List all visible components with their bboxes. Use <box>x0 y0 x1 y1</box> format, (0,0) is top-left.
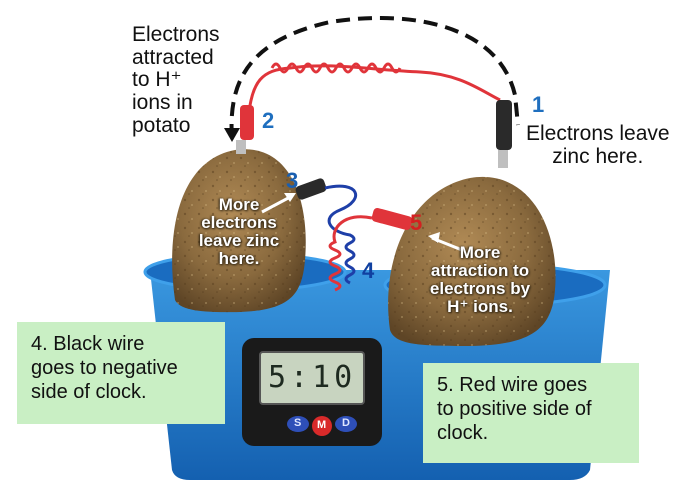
label-electrons-leave: Electrons leave zinc here. <box>526 122 670 168</box>
number-4: 4 <box>362 258 375 283</box>
red-wire-top <box>246 64 501 121</box>
clock-button-left-label: S <box>294 417 302 429</box>
label-electrons-attracted: Electrons attracted to H⁺ ions in potato <box>132 23 220 137</box>
red-wire-middle-coil <box>328 215 373 292</box>
clock-screen <box>259 351 365 405</box>
electron-arrowhead <box>224 128 240 142</box>
label-more-electrons: More electrons leave zinc here. <box>198 195 280 268</box>
clock-button-middle-label: M <box>317 419 327 431</box>
label-more-attraction: More attraction to electrons by H⁺ ions. <box>429 243 531 316</box>
clock-display: 5:10 <box>268 360 357 395</box>
red-clip-middle <box>371 207 413 231</box>
clock-button-right-label: D <box>342 417 350 429</box>
note-black-wire: 4. Black wire goes to negative side of c… <box>17 322 225 424</box>
number-2: 2 <box>262 108 275 133</box>
arrow-more-electrons <box>261 194 293 214</box>
black-clip-middle <box>295 178 327 200</box>
clock-button-middle[interactable] <box>312 416 332 436</box>
electron-flow-dashed-path <box>229 15 520 139</box>
red-clip-left <box>240 105 254 140</box>
right-potato-electrode <box>498 150 508 168</box>
blue-wire-coil <box>324 184 358 285</box>
clock-button-right[interactable] <box>335 416 357 432</box>
red-wire-coil <box>270 62 402 74</box>
clock-button-left[interactable] <box>287 416 309 432</box>
number-1: 1 <box>532 92 545 117</box>
number-5: 5 <box>410 210 423 235</box>
left-potato-texture <box>172 149 306 313</box>
note-red-wire: 5. Red wire goes to positive side of clo… <box>423 363 639 463</box>
black-clip-right <box>496 100 512 150</box>
number-3: 3 <box>286 168 299 193</box>
right-potato-texture <box>388 176 556 346</box>
left-potato-electrode <box>236 140 246 154</box>
arrow-more-attraction-head <box>428 232 440 243</box>
arrow-more-electrons-head <box>284 193 296 202</box>
